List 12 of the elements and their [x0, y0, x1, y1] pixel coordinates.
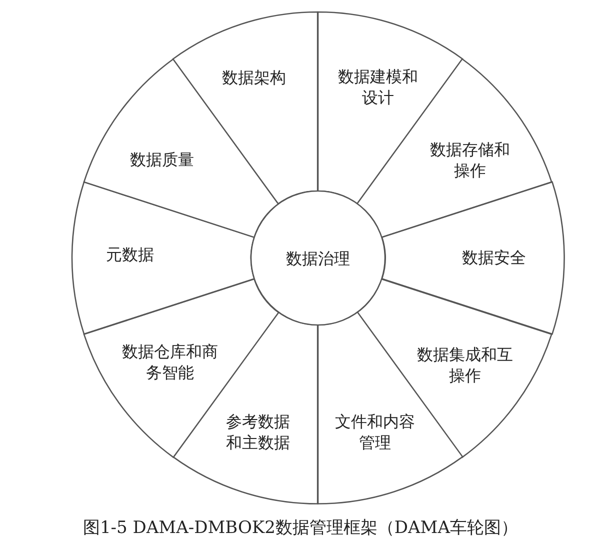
segment-label: 数据仓库和商务智能 [120, 340, 219, 383]
segment-label: 数据架构 [220, 66, 287, 88]
hub-label: 数据治理 [285, 248, 351, 268]
segment-label: 元数据 [105, 244, 155, 266]
segment-label: 参考数据和主数据 [224, 410, 291, 453]
segment-label: 数据安全 [460, 247, 527, 268]
segment-label: 文件和内容管理 [334, 410, 416, 453]
figure-caption: 图1-5 DAMA-DMBOK2数据管理框架（DAMA车轮图） [82, 517, 519, 539]
segment-label: 数据集成和互操作 [416, 344, 514, 386]
segment-label: 数据存储和操作 [428, 138, 511, 181]
segment-label: 数据质量 [128, 149, 195, 170]
segment-label: 数据建模和设计 [337, 66, 419, 108]
